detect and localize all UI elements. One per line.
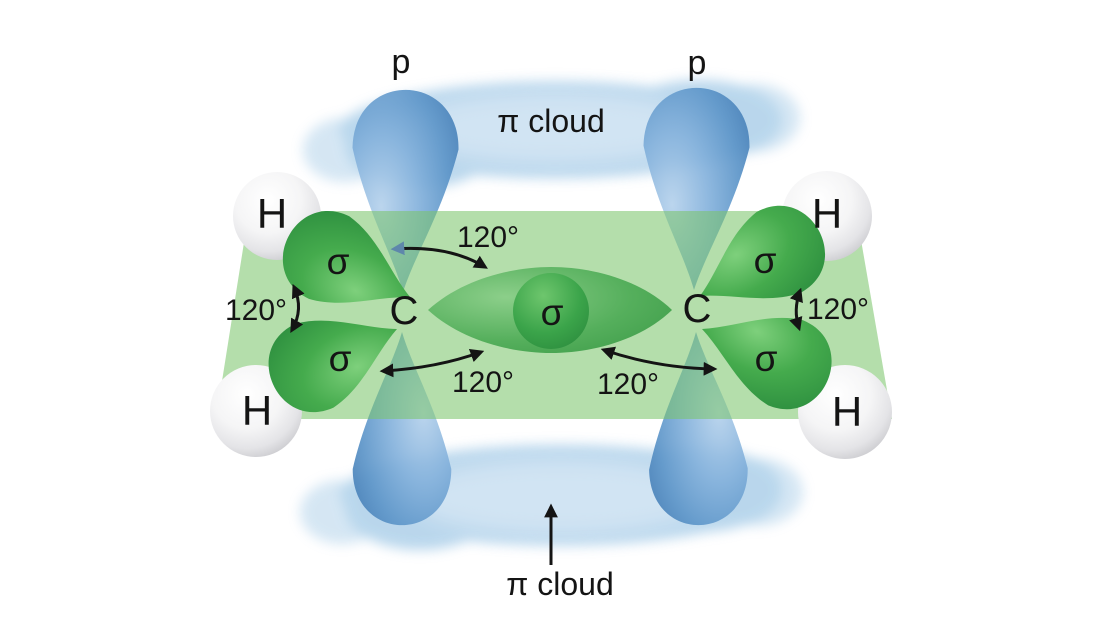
angle-label-left: 120°	[225, 294, 287, 327]
angle-label-right: 120°	[807, 293, 869, 326]
hydrogen-label-bottom-right: H	[832, 388, 862, 435]
angle-arrow-left	[290, 283, 305, 333]
pi-cloud-label-top: π cloud	[497, 103, 604, 139]
hydrogen-label-top-right: H	[812, 190, 842, 237]
angle-label-bottom-left: 120°	[452, 366, 514, 399]
sigma-label-lower-right: σ	[755, 338, 778, 379]
angle-arrow-bottom-right	[600, 346, 718, 376]
angle-arrow-top	[390, 241, 488, 269]
p-orbital-label-left: p	[392, 43, 411, 81]
sigma-bond-sphere	[513, 273, 589, 349]
carbon-label-left: C	[390, 289, 419, 333]
p-orbital-label-right: p	[688, 44, 707, 82]
sigma-label-upper-right: σ	[754, 240, 777, 281]
sigma-label-upper-left: σ	[327, 241, 350, 282]
hydrogen-label-bottom-left: H	[242, 387, 272, 434]
carbon-label-right: C	[683, 287, 712, 331]
angle-arrow-right	[789, 287, 803, 332]
angle-arrow-bottom-left	[379, 349, 485, 378]
angle-label-top: 120°	[457, 221, 519, 254]
hydrogen-label-top-left: H	[257, 190, 287, 237]
sigma-label-center: σ	[541, 292, 564, 333]
sigma-label-lower-left: σ	[329, 338, 352, 379]
pi-cloud-label-bottom: π cloud	[506, 566, 613, 602]
angle-label-bottom-right: 120°	[597, 368, 659, 401]
